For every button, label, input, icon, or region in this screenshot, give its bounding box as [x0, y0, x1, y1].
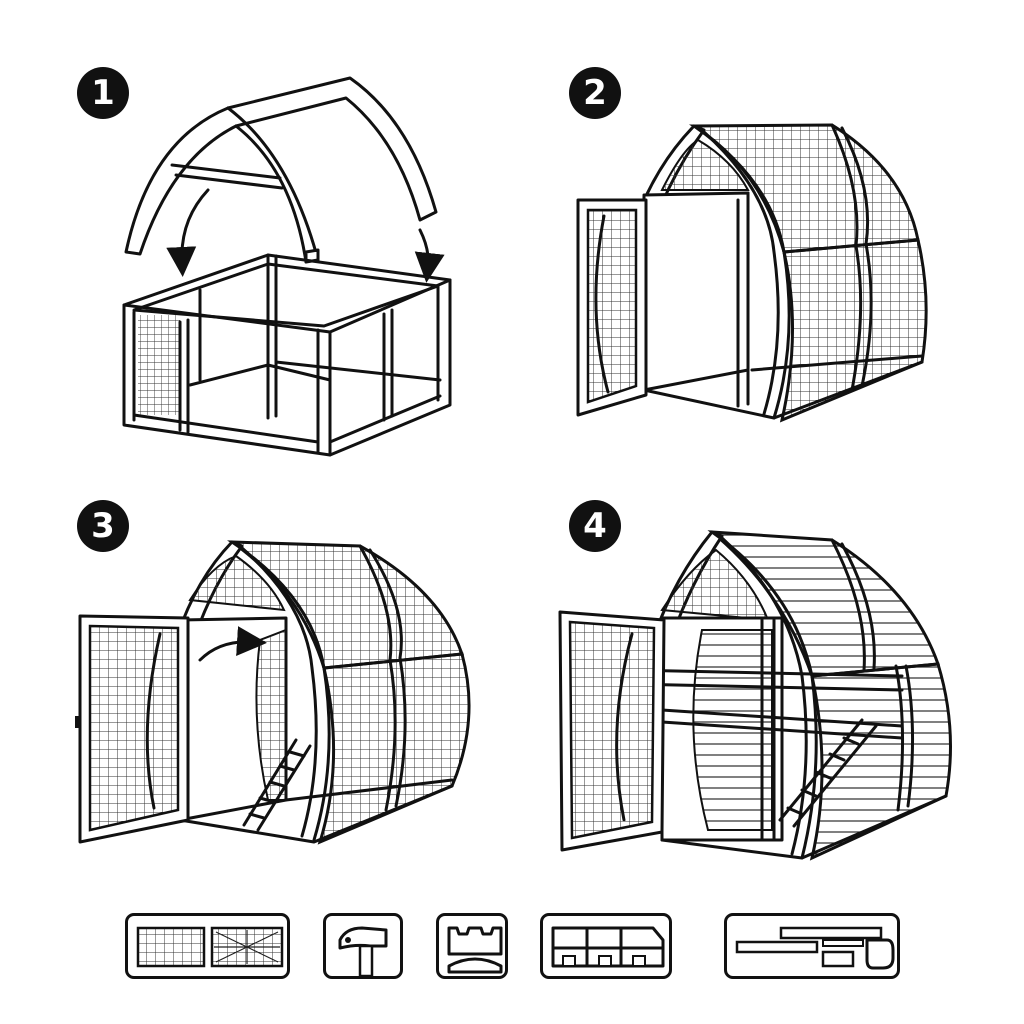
lower-arrow-right: [414, 228, 445, 283]
frame-panel-icon: [540, 913, 672, 979]
boards-and-hardware-icon: [724, 913, 900, 979]
step-1-badge: 1: [77, 67, 129, 119]
hammer-icon: [323, 913, 403, 979]
step-1-panel: 1: [0, 40, 512, 480]
mesh-panels-icon: [125, 913, 290, 979]
step-4-badge: 4: [569, 500, 621, 552]
lower-arrow-left: [166, 188, 210, 277]
coop-body: [558, 530, 952, 861]
step-3-badge: 3: [77, 500, 129, 552]
step-3-illustration: [75, 540, 471, 845]
roof-arch: [124, 76, 438, 264]
step-4-illustration: [558, 530, 952, 861]
step-2-illustration: [576, 123, 928, 423]
move-arrow: [198, 626, 267, 662]
step-1-illustration: [122, 76, 452, 457]
coop-body: [75, 540, 471, 845]
step-2-panel: 2: [512, 40, 1024, 480]
step-3-panel: 3: [0, 470, 512, 910]
coop-body: [576, 123, 928, 423]
step-4-panel: 4: [512, 470, 1024, 910]
bracket-icon: [436, 913, 508, 979]
base-frame: [122, 253, 452, 457]
step-2-badge: 2: [569, 67, 621, 119]
